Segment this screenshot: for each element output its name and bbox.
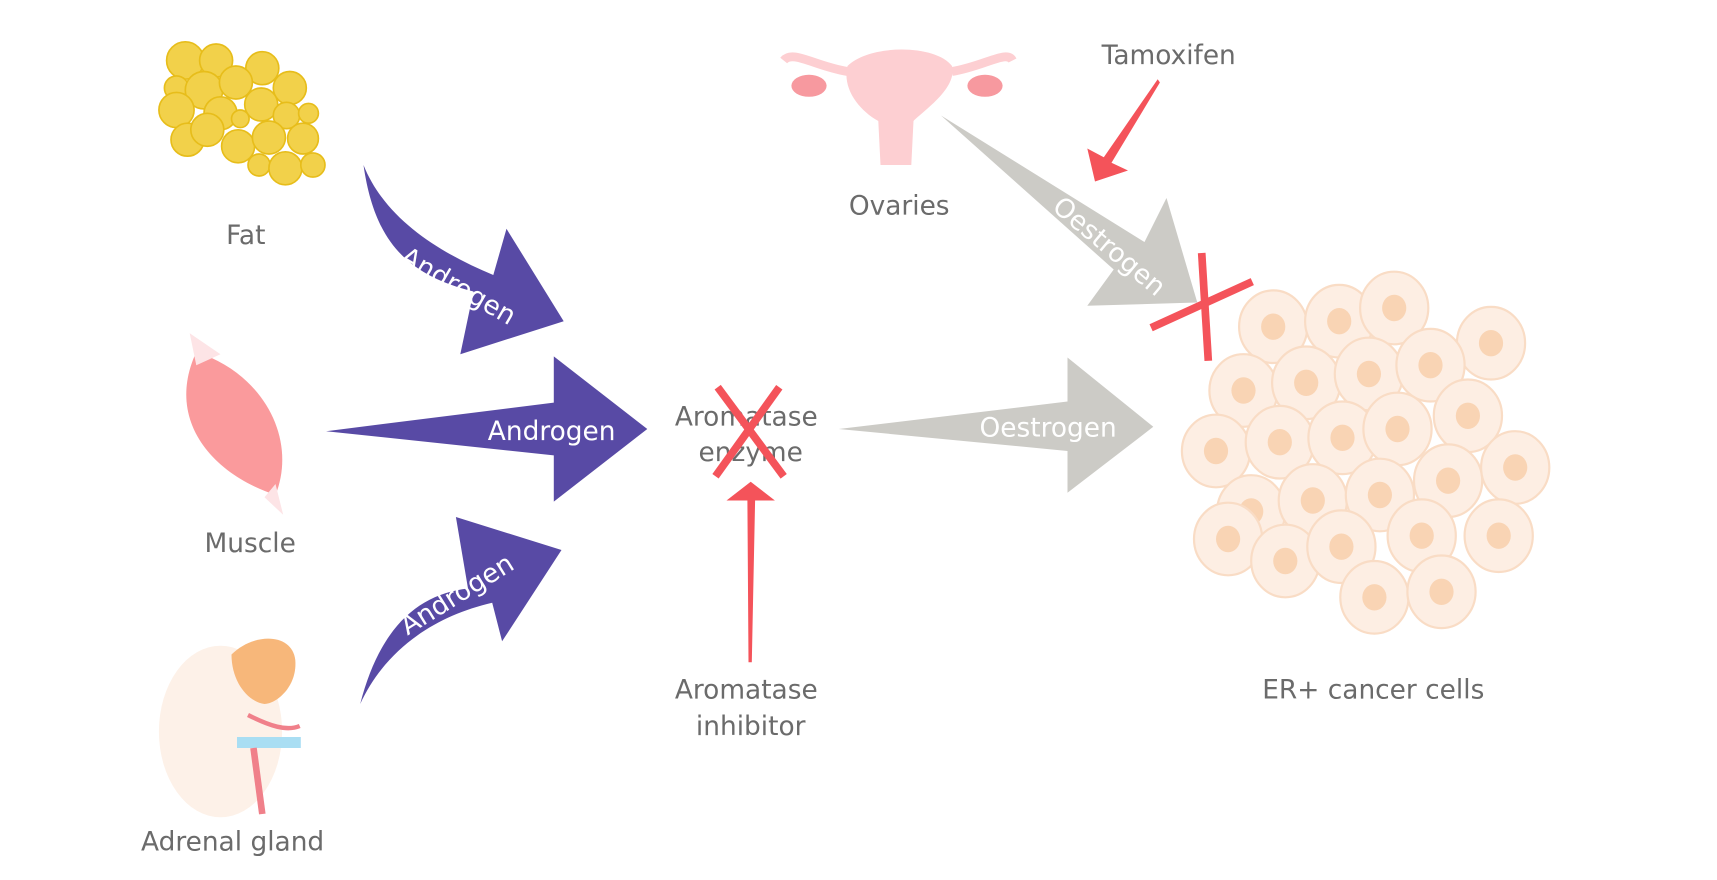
tamoxifen-label: Tamoxifen xyxy=(1101,40,1236,71)
oestrogen-arrow-enzyme: Oestrogen xyxy=(838,357,1154,493)
cancer-cells-icon xyxy=(1180,270,1551,635)
cell-nucleus xyxy=(1294,369,1319,396)
cell-nucleus xyxy=(1429,578,1454,605)
blocked-cross-icon xyxy=(712,384,787,479)
cell-nucleus xyxy=(1436,467,1461,494)
cell-nucleus xyxy=(1478,330,1504,357)
ovaries-icon xyxy=(780,49,1017,165)
fat-icon xyxy=(158,40,326,186)
cell-nucleus xyxy=(1330,424,1355,451)
cell-nucleus xyxy=(1267,429,1292,456)
cell-nucleus xyxy=(1231,377,1256,404)
tamoxifen-cross-icon xyxy=(1149,252,1254,362)
cell-nucleus xyxy=(1300,487,1325,514)
cell-nucleus xyxy=(1203,437,1229,465)
adrenal-gland-label: Adrenal gland xyxy=(141,826,324,857)
ovaries-label: Ovaries xyxy=(849,190,950,221)
cell-nucleus xyxy=(1327,308,1352,335)
enzyme-label-2: enzyme xyxy=(699,437,803,468)
adrenal-gland-icon xyxy=(158,638,301,818)
inhibitor-label: Aromatase xyxy=(675,675,818,706)
androgen-arrow-adrenal: Androgen xyxy=(360,517,562,704)
cell-nucleus xyxy=(1273,547,1298,575)
cell-nucleus xyxy=(1362,584,1387,611)
cell-nucleus xyxy=(1216,525,1241,553)
tamoxifen-arrow xyxy=(1087,79,1160,182)
cell-nucleus xyxy=(1409,522,1434,549)
inhibitor-arrow xyxy=(726,481,775,663)
muscle-label: Muscle xyxy=(205,528,296,559)
cell-nucleus xyxy=(1486,522,1511,549)
svg-text:Oestrogen: Oestrogen xyxy=(979,413,1116,444)
cell-nucleus xyxy=(1503,454,1528,481)
fat-label: Fat xyxy=(226,220,265,251)
androgen-arrow-muscle: Androgen xyxy=(326,356,648,502)
cell-nucleus xyxy=(1418,352,1443,379)
muscle-icon xyxy=(186,333,284,515)
cell-nucleus xyxy=(1455,402,1480,429)
cell-nucleus xyxy=(1367,481,1392,509)
cancer-cells-label: ER+ cancer cells xyxy=(1262,675,1484,706)
cell-nucleus xyxy=(1385,415,1410,443)
cell-nucleus xyxy=(1356,360,1381,388)
svg-text:Androgen: Androgen xyxy=(488,416,616,447)
oestrogen-arrow-ovaries: Oestrogen xyxy=(941,115,1198,306)
inhibitor-label-2: inhibitor xyxy=(696,711,806,742)
androgen-arrow-fat: Androgen xyxy=(363,165,564,355)
cell-nucleus xyxy=(1329,533,1354,560)
cell-nucleus xyxy=(1261,313,1286,340)
cell-nucleus xyxy=(1382,294,1407,322)
